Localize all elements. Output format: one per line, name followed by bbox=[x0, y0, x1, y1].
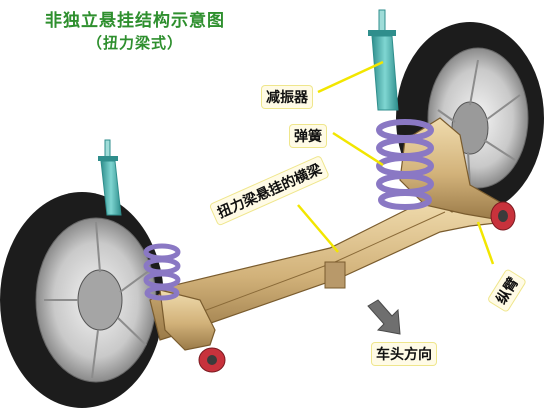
left-shock-absorber bbox=[98, 139, 122, 216]
direction-arrow bbox=[367, 299, 401, 335]
left-rim-spokes bbox=[44, 221, 151, 379]
left-wheel bbox=[0, 192, 164, 408]
left-trailing-arm bbox=[159, 289, 216, 351]
beam-mount-plate bbox=[324, 261, 346, 289]
spring-leader bbox=[332, 131, 384, 167]
left-spring bbox=[143, 243, 181, 301]
torsion-beam bbox=[149, 117, 506, 351]
diagram-subtitle: （扭力梁式） bbox=[86, 34, 183, 52]
arm-leader bbox=[476, 221, 495, 265]
label-shock-absorber: 减振器 bbox=[262, 86, 312, 108]
bushings bbox=[198, 201, 516, 373]
right-shock-absorber bbox=[368, 9, 399, 111]
right-spring bbox=[376, 119, 434, 210]
leader-lines bbox=[297, 60, 495, 265]
label-spring: 弹簧 bbox=[290, 125, 326, 147]
beam-leader bbox=[297, 204, 339, 253]
right-rim-spokes bbox=[437, 59, 521, 186]
diagram-title: 非独立悬挂结构示意图 bbox=[45, 11, 225, 31]
shock-leader bbox=[317, 60, 384, 94]
label-direction: 车头方向 bbox=[372, 343, 436, 365]
left-hub bbox=[77, 269, 123, 331]
